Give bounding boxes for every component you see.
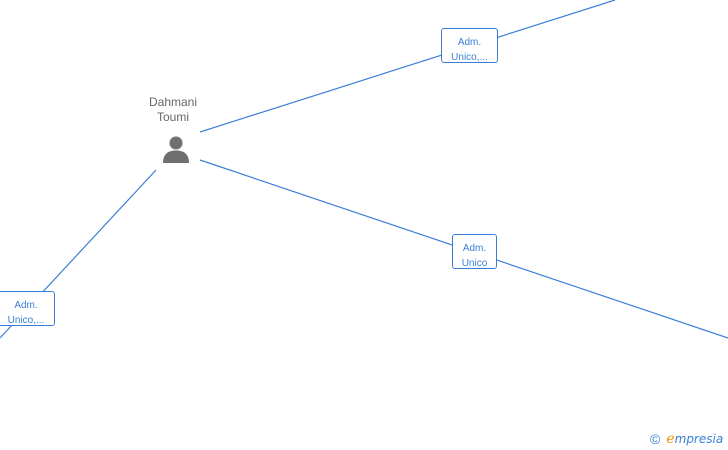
- person-name-label[interactable]: Dahmani Toumi: [128, 95, 218, 125]
- empresia-watermark: © e mpresia: [650, 429, 723, 449]
- role-box-top[interactable]: Adm. Unico,...: [441, 28, 498, 63]
- person-icon[interactable]: [160, 134, 192, 164]
- person-first-name: Dahmani: [148, 95, 198, 109]
- role-middle-line1: Adm.: [462, 243, 487, 254]
- role-left-line1: Adm.: [14, 300, 38, 311]
- edge-to-top-right: [199, 0, 616, 133]
- role-box-left[interactable]: Adm. Unico,...: [0, 291, 55, 326]
- role-box-middle[interactable]: Adm. Unico: [452, 234, 497, 269]
- brand-logo-e: e: [666, 431, 675, 447]
- person-last-name: Toumi: [156, 110, 189, 124]
- brand-logo-text: mpresia: [674, 432, 724, 446]
- role-left-line2: Unico,...: [7, 315, 45, 326]
- role-top-line1: Adm.: [457, 37, 482, 48]
- copyright-icon: ©: [650, 431, 661, 447]
- role-top-line2: Unico,...: [451, 52, 488, 63]
- role-middle-line2: Unico: [461, 258, 488, 269]
